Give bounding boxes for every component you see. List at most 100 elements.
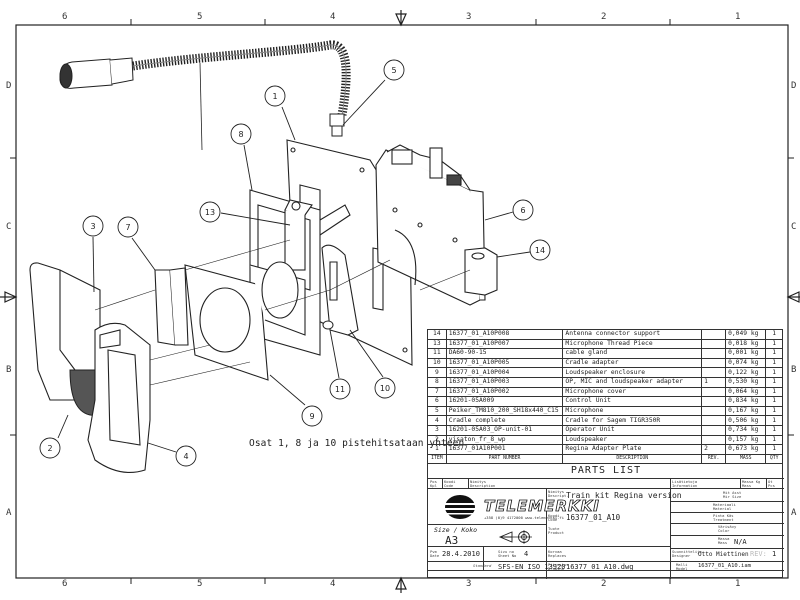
part-cradle bbox=[87, 322, 151, 473]
cell-rev bbox=[701, 405, 727, 417]
cell-mass: 0,064 kg bbox=[725, 386, 767, 398]
balloon-10 bbox=[349, 329, 396, 399]
cell-part-number: 16377_01_A10P005 bbox=[445, 357, 564, 369]
sheet-border bbox=[15, 24, 789, 579]
balloon-number: 2 bbox=[47, 444, 52, 453]
cell-item: 8 bbox=[427, 376, 447, 388]
balloon-number: 10 bbox=[380, 384, 390, 393]
cell-qty: 1 bbox=[765, 405, 783, 417]
cell-mass: 0,074 kg bbox=[725, 357, 767, 369]
cell-item: 13 bbox=[427, 338, 447, 350]
balloon-number: 1 bbox=[272, 92, 277, 101]
zone-label-row: C bbox=[791, 222, 797, 232]
zone-ticks bbox=[10, 19, 794, 584]
standard: SFS-EN ISO 13920 bbox=[498, 563, 566, 571]
cell-item: 11 bbox=[427, 348, 447, 359]
cell-rev bbox=[701, 357, 727, 369]
zone-label-col: 3 bbox=[466, 12, 472, 22]
balloon-number: 13 bbox=[205, 208, 215, 217]
cell-part-number: visaton_fr_8_wp bbox=[445, 434, 564, 446]
balloon-numbers: 1 5 8 13 6 14 3 7 2 4 9 11 10 bbox=[47, 66, 545, 461]
balloon-number: 14 bbox=[535, 246, 545, 255]
zone-label-col: 1 bbox=[735, 579, 741, 589]
balloon-1 bbox=[264, 85, 296, 141]
cell-rev: 1 bbox=[701, 376, 727, 388]
cell-mass: 0,530 kg bbox=[725, 376, 767, 388]
label-size: Size / Koko bbox=[434, 526, 478, 534]
sheet-size: A3 bbox=[445, 534, 459, 547]
assembly-lines bbox=[94, 239, 471, 386]
sheet-number: 4 bbox=[524, 550, 529, 558]
cell-part-number: 16377_01_A10P008 bbox=[445, 329, 564, 340]
part-loudspeaker-enclosure bbox=[184, 261, 306, 381]
cell-part-number: 16377_01_A10P003 bbox=[445, 376, 564, 388]
mass-value: N/A bbox=[734, 538, 747, 546]
cell-rev bbox=[701, 386, 727, 398]
cell-qty: 1 bbox=[765, 434, 783, 446]
telemerkki-logo-icon bbox=[444, 495, 476, 519]
parts-list-title: PARTS LIST bbox=[570, 465, 642, 476]
cell-rev bbox=[701, 367, 727, 378]
cell-description: Cradle adapter bbox=[562, 357, 703, 369]
cell-item: 2 bbox=[427, 434, 447, 446]
cell-description: Regina Adapter Plate bbox=[562, 444, 703, 455]
cell-part-number: DA60-90-15 bbox=[445, 348, 564, 359]
part-microphone bbox=[59, 40, 351, 151]
cell-description: Cradle for Sagem TIGR350R bbox=[562, 415, 703, 426]
cell-description: Microphone bbox=[562, 405, 703, 417]
cell-rev: 2 bbox=[701, 444, 727, 455]
balloon-13 bbox=[199, 201, 291, 226]
cell-part-number: 16377_01_A10P007 bbox=[445, 338, 564, 350]
balloon-8 bbox=[230, 123, 253, 191]
cell-qty: 1 bbox=[765, 386, 783, 398]
company-name: TELEMERKKI bbox=[484, 497, 600, 516]
cell-qty: 1 bbox=[765, 329, 783, 340]
cell-qty: 1 bbox=[765, 338, 783, 350]
cell-mass: 0,167 kg bbox=[725, 405, 767, 417]
zone-label-row: B bbox=[6, 365, 12, 375]
cell-part-number: Cradle complete bbox=[445, 415, 564, 426]
cell-mass: 0,506 kg bbox=[725, 415, 767, 426]
cell-item: 14 bbox=[427, 329, 447, 340]
cell-item: 10 bbox=[427, 357, 447, 369]
cell-qty: 1 bbox=[765, 367, 783, 378]
drawing-code: 16377_01_A10 bbox=[566, 513, 621, 522]
cell-description: Loudspeaker enclosure bbox=[562, 367, 703, 378]
cell-mass: 0,122 kg bbox=[725, 367, 767, 378]
balloon-number: 11 bbox=[335, 385, 345, 394]
balloon-9 bbox=[269, 374, 323, 427]
zone-label-col: 5 bbox=[197, 12, 203, 22]
revision: 1 bbox=[772, 550, 777, 558]
centering-marks bbox=[0, 10, 800, 593]
balloon-14 bbox=[496, 239, 551, 261]
balloon-5 bbox=[342, 59, 405, 126]
balloon-7 bbox=[117, 216, 156, 271]
balloon-3 bbox=[82, 215, 104, 293]
balloon-4 bbox=[147, 442, 197, 467]
cell-description: Control Unit bbox=[562, 396, 703, 407]
cell-qty: 1 bbox=[765, 415, 783, 426]
part-cable-gland bbox=[322, 320, 334, 330]
cell-description: Microphone Thread Piece bbox=[562, 338, 703, 350]
balloon-number: 4 bbox=[183, 452, 188, 461]
balloon-number: 6 bbox=[520, 206, 525, 215]
cell-qty: 1 bbox=[765, 444, 783, 455]
